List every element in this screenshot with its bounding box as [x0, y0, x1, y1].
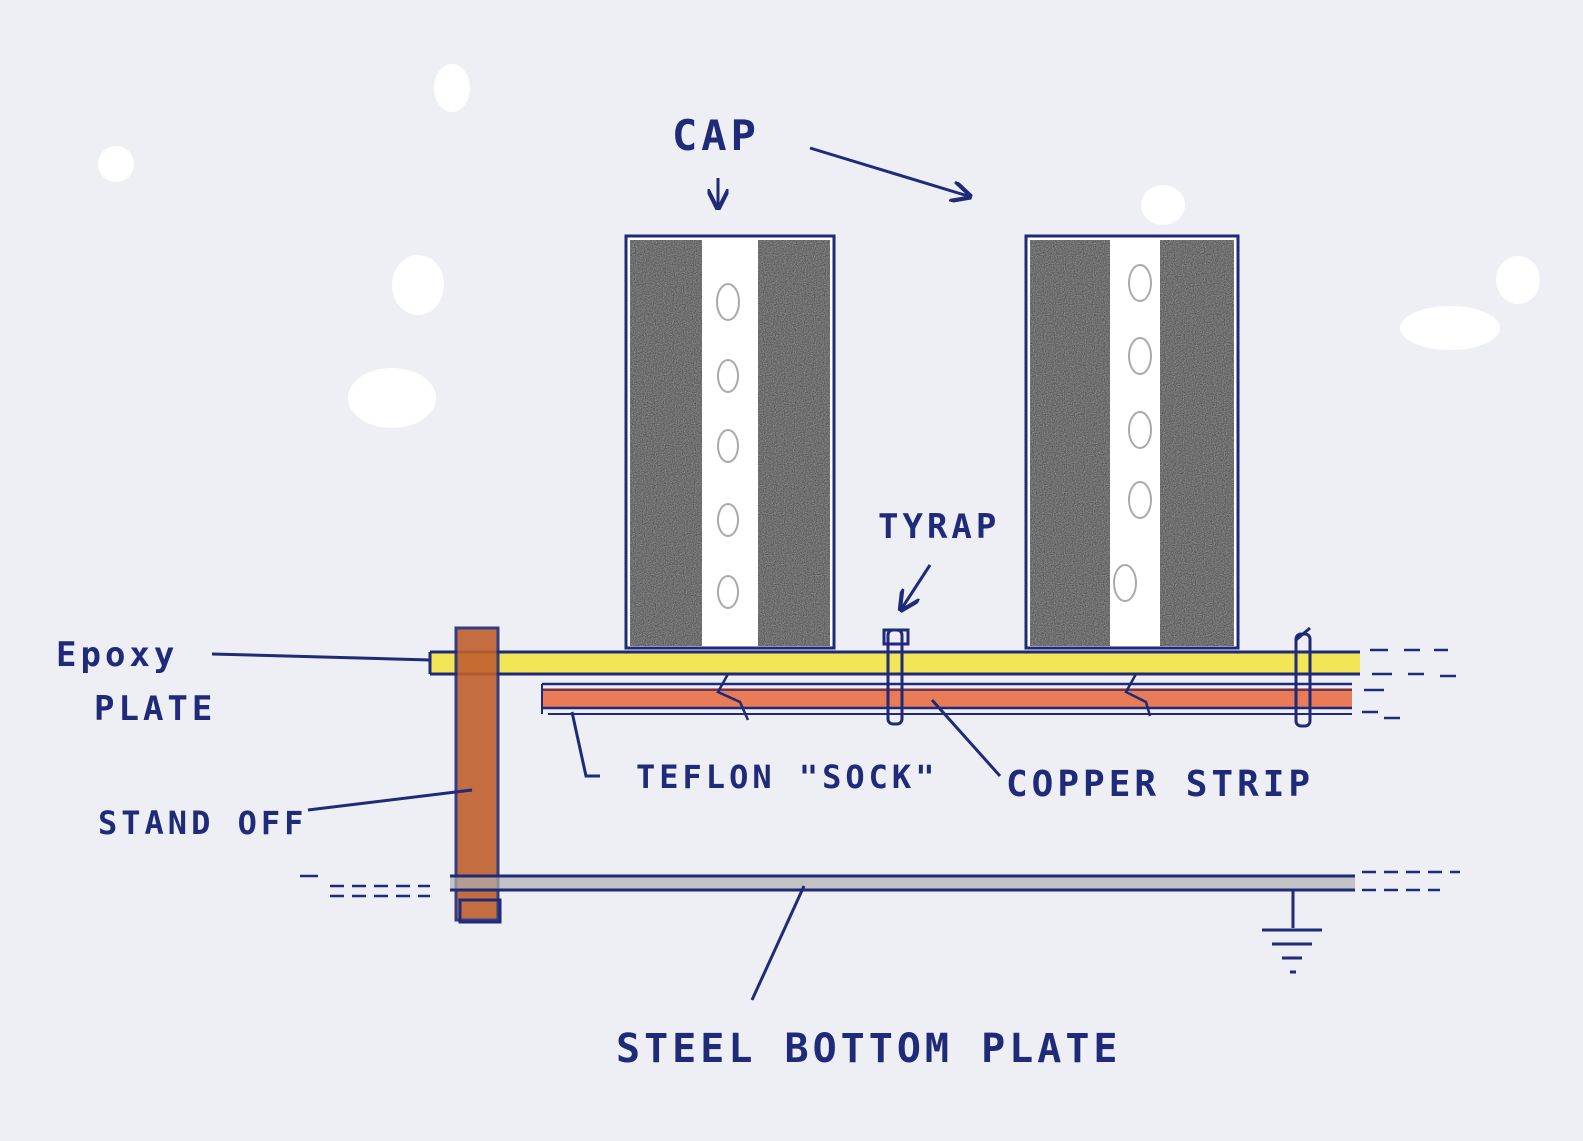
ground-symbol-icon [1262, 890, 1322, 974]
paper-blemishes [98, 64, 1540, 428]
label-epoxy-line2: PLATE [94, 689, 216, 729]
label-copper: COPPER STRIP [1006, 764, 1314, 805]
cap-arrow-right-icon [809, 146, 968, 196]
label-teflon: TEFLON "SOCK" [636, 758, 938, 796]
tyrap-arrow-icon [902, 564, 932, 608]
strip-marks [716, 673, 1152, 721]
label-cap: CAP [672, 111, 760, 160]
steel-bottom-plate [300, 870, 1460, 898]
tyrap-right [1294, 626, 1312, 728]
continuation-dashes [1362, 648, 1456, 720]
label-standoff: STAND OFF [98, 804, 307, 842]
copper-leader [930, 698, 1002, 778]
leader-lines [211, 146, 1002, 1001]
standoff [454, 626, 502, 924]
label-tyrap: TYRAP [878, 507, 1000, 547]
steel-leader [750, 885, 806, 1001]
capacitor-left-core-holes [716, 283, 740, 609]
epoxy-leader [211, 652, 431, 662]
label-steel: STEEL BOTTOM PLATE [616, 1026, 1121, 1072]
copper-strip [541, 682, 1352, 715]
capacitor-right [1024, 234, 1240, 650]
capacitor-left [624, 234, 836, 650]
standoff-leader [307, 788, 473, 812]
tyrap-left [882, 628, 910, 726]
epoxy-plate [428, 650, 1360, 676]
capacitor-right-core-holes [1113, 264, 1152, 602]
label-epoxy-line1: Epoxy [56, 635, 178, 675]
teflon-leader [570, 711, 600, 778]
